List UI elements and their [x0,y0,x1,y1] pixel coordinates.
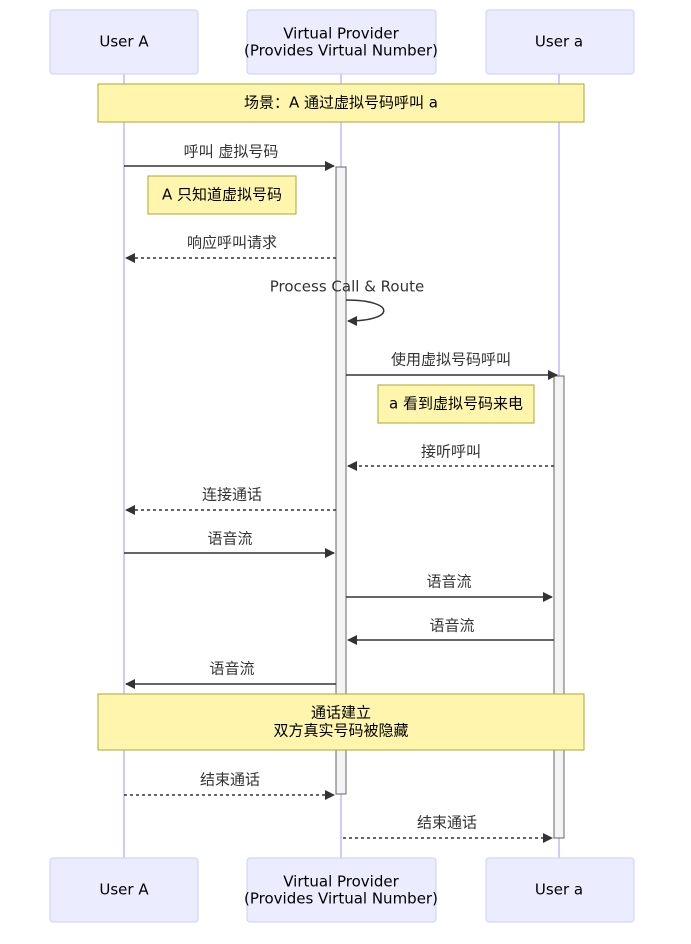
actor-label: User A [99,33,149,51]
note-scene: 场景：A 通过虚拟号码呼叫 a [97,83,585,123]
message-voice-stream-4: 语音流 [125,660,336,689]
note-a-knows-virtual-number: A 只知道虚拟号码 [147,175,297,215]
message-call-virtual-number: 呼叫 虚拟号码 [124,143,335,171]
svg-text:语音流: 语音流 [429,617,474,635]
message-respond-call-request: 响应呼叫请求 [125,234,336,263]
message-answer-call: 接听呼叫 [347,443,554,471]
actor-bottom-virtual-provider: Virtual Provider (Provides Virtual Numbe… [244,857,438,923]
actor-label-line2: (Provides Virtual Number) [244,890,438,908]
message-voice-stream-2: 语音流 [346,573,553,602]
note-b-sees-virtual-number: a 看到虚拟号码来电 [377,384,535,424]
message-call-with-virtual-number: 使用虚拟号码呼叫 [346,351,558,380]
svg-text:语音流: 语音流 [207,530,252,548]
svg-text:呼叫 虚拟号码: 呼叫 虚拟号码 [184,143,279,161]
message-connect-call: 连接通话 [125,486,336,515]
svg-text:结束通话: 结束通话 [417,814,477,832]
svg-text:接听呼叫: 接听呼叫 [421,443,481,461]
actor-label-line2: (Provides Virtual Number) [244,42,438,60]
message-process-call-route: Process Call & Route [270,278,424,326]
activation-user-b [553,375,565,839]
message-end-call-1: 结束通话 [124,771,335,800]
actor-label: User A [99,881,149,899]
svg-text:通话建立: 通话建立 [311,704,371,722]
note-call-established: 通话建立 双方真实号码被隐藏 [97,693,585,751]
svg-text:Process Call & Route: Process Call & Route [270,278,424,296]
actor-label: User a [535,33,583,51]
message-end-call-2: 结束通话 [343,814,553,843]
actor-top-virtual-provider: Virtual Provider (Provides Virtual Numbe… [244,9,438,75]
activation-virtual-provider [335,166,347,795]
actor-top-user-b: User a [485,9,635,75]
svg-text:使用虚拟号码呼叫: 使用虚拟号码呼叫 [391,351,511,369]
message-voice-stream-3: 语音流 [347,617,554,645]
svg-text:a 看到虚拟号码来电: a 看到虚拟号码来电 [389,395,523,413]
actor-label-line1: Virtual Provider [283,25,399,43]
svg-text:语音流: 语音流 [209,660,254,678]
actor-label-line1: Virtual Provider [283,873,399,891]
actor-bottom-user-b: User a [485,857,635,923]
svg-text:响应呼叫请求: 响应呼叫请求 [187,234,277,252]
svg-text:A 只知道虚拟号码: A 只知道虚拟号码 [162,186,282,204]
actor-label: User a [535,881,583,899]
svg-text:双方真实号码被隐藏: 双方真实号码被隐藏 [273,722,408,740]
svg-text:连接通话: 连接通话 [202,486,262,504]
actor-bottom-user-a: User A [49,857,199,923]
svg-text:结束通话: 结束通话 [200,771,260,789]
actor-top-user-a: User A [49,9,199,75]
svg-text:场景：A 通过虚拟号码呼叫 a: 场景：A 通过虚拟号码呼叫 a [244,94,438,112]
svg-text:语音流: 语音流 [426,573,471,591]
message-voice-stream-1: 语音流 [124,530,335,558]
